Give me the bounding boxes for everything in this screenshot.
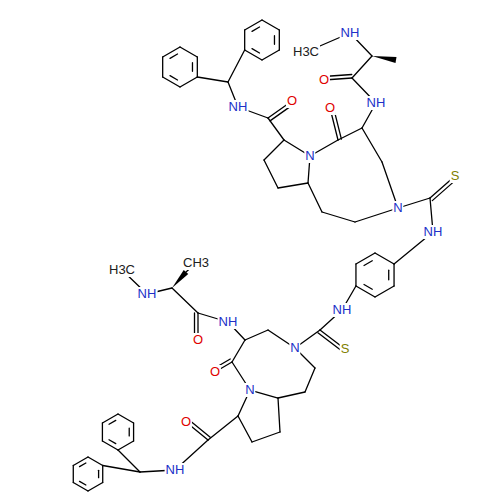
bond-line: [102, 414, 118, 423]
bond-line: [170, 54, 177, 58]
bond-line: [170, 76, 177, 80]
bond-line: [364, 285, 372, 290]
bond-line: [245, 20, 262, 30]
atom-label: O: [180, 415, 192, 429]
atom-label: N: [244, 383, 255, 397]
atom-label: O: [286, 94, 298, 108]
bond-line: [322, 212, 355, 222]
bond-line: [252, 27, 259, 31]
wedge-bond: [372, 56, 396, 63]
bond-line: [356, 253, 375, 264]
atom-label: O: [318, 73, 330, 87]
atom-label: O: [209, 365, 221, 379]
bond-line: [162, 57, 163, 77]
bond-line: [238, 416, 252, 442]
bond-line: [88, 457, 103, 466]
bond-line: [262, 50, 279, 60]
bond-line: [279, 30, 280, 50]
bond-line: [109, 420, 116, 424]
bond-line: [362, 128, 382, 162]
bond-line: [375, 286, 394, 297]
bond-line: [73, 483, 88, 492]
bond-line: [180, 77, 197, 87]
bond-line: [88, 483, 103, 492]
atom-label: NH: [218, 315, 239, 329]
bond-line: [118, 414, 134, 423]
bond-line: [103, 466, 140, 473]
bond-line: [102, 423, 103, 441]
bond-line: [208, 416, 238, 440]
bond-line: [228, 50, 245, 82]
atom-label: S: [450, 169, 461, 183]
atom-label: O: [324, 101, 336, 115]
bond-line: [102, 441, 118, 450]
atom-label: N: [289, 341, 300, 355]
atom-label: NH: [228, 100, 249, 114]
bond-line: [278, 392, 305, 398]
bond-line: [197, 57, 198, 77]
bond-line: [278, 398, 280, 432]
bond-line: [80, 481, 86, 485]
bond-line: [364, 261, 372, 266]
atom-label: CH3: [182, 256, 210, 270]
bond-line: [252, 49, 259, 53]
bond-line: [388, 270, 389, 280]
bond-line: [338, 128, 362, 140]
bond-line: [73, 457, 88, 466]
bond-line: [172, 288, 198, 313]
bond-line: [355, 264, 356, 286]
atom-label: NH: [137, 287, 158, 301]
bond-line: [352, 56, 372, 78]
bond-line: [356, 286, 375, 297]
bond-line: [264, 140, 284, 160]
bond-line: [102, 466, 103, 483]
atom-label: N: [304, 149, 315, 163]
bond-line: [262, 20, 279, 30]
bond-line: [197, 77, 228, 82]
bond-line: [118, 441, 134, 450]
atom-label: S: [340, 342, 351, 356]
bond-line: [180, 47, 197, 57]
bond-line: [73, 466, 74, 483]
bond-line: [264, 160, 278, 188]
bond-line: [98, 470, 99, 477]
bond-line: [245, 50, 262, 60]
bond-line: [133, 423, 134, 441]
bond-line: [305, 368, 315, 392]
atom-label: NH: [340, 26, 361, 40]
bond-line: [232, 340, 245, 362]
atom-label: N: [392, 201, 403, 215]
bond-line: [268, 118, 284, 140]
atom-label: NH: [165, 463, 186, 477]
bond-line: [80, 463, 86, 467]
bond-line: [192, 63, 193, 72]
bond-line: [244, 30, 245, 50]
bond-line: [163, 47, 180, 57]
bond-line: [245, 330, 268, 340]
atom-label: H3C: [292, 45, 320, 59]
bond-line: [129, 428, 130, 436]
bond-line: [274, 36, 275, 45]
bond-line: [375, 253, 394, 264]
atom-label: H3C: [108, 263, 136, 277]
atom-label: O: [192, 333, 204, 347]
bond-line: [252, 432, 280, 442]
atom-label: NH: [423, 225, 444, 239]
bond-line: [109, 440, 116, 444]
bond-line: [308, 183, 322, 212]
bond-line: [393, 264, 394, 286]
bond-line: [163, 77, 180, 87]
wedge-bond: [172, 270, 188, 288]
atom-label: NH: [332, 303, 353, 317]
atom-label: NH: [366, 96, 387, 110]
bond-line: [278, 183, 308, 188]
